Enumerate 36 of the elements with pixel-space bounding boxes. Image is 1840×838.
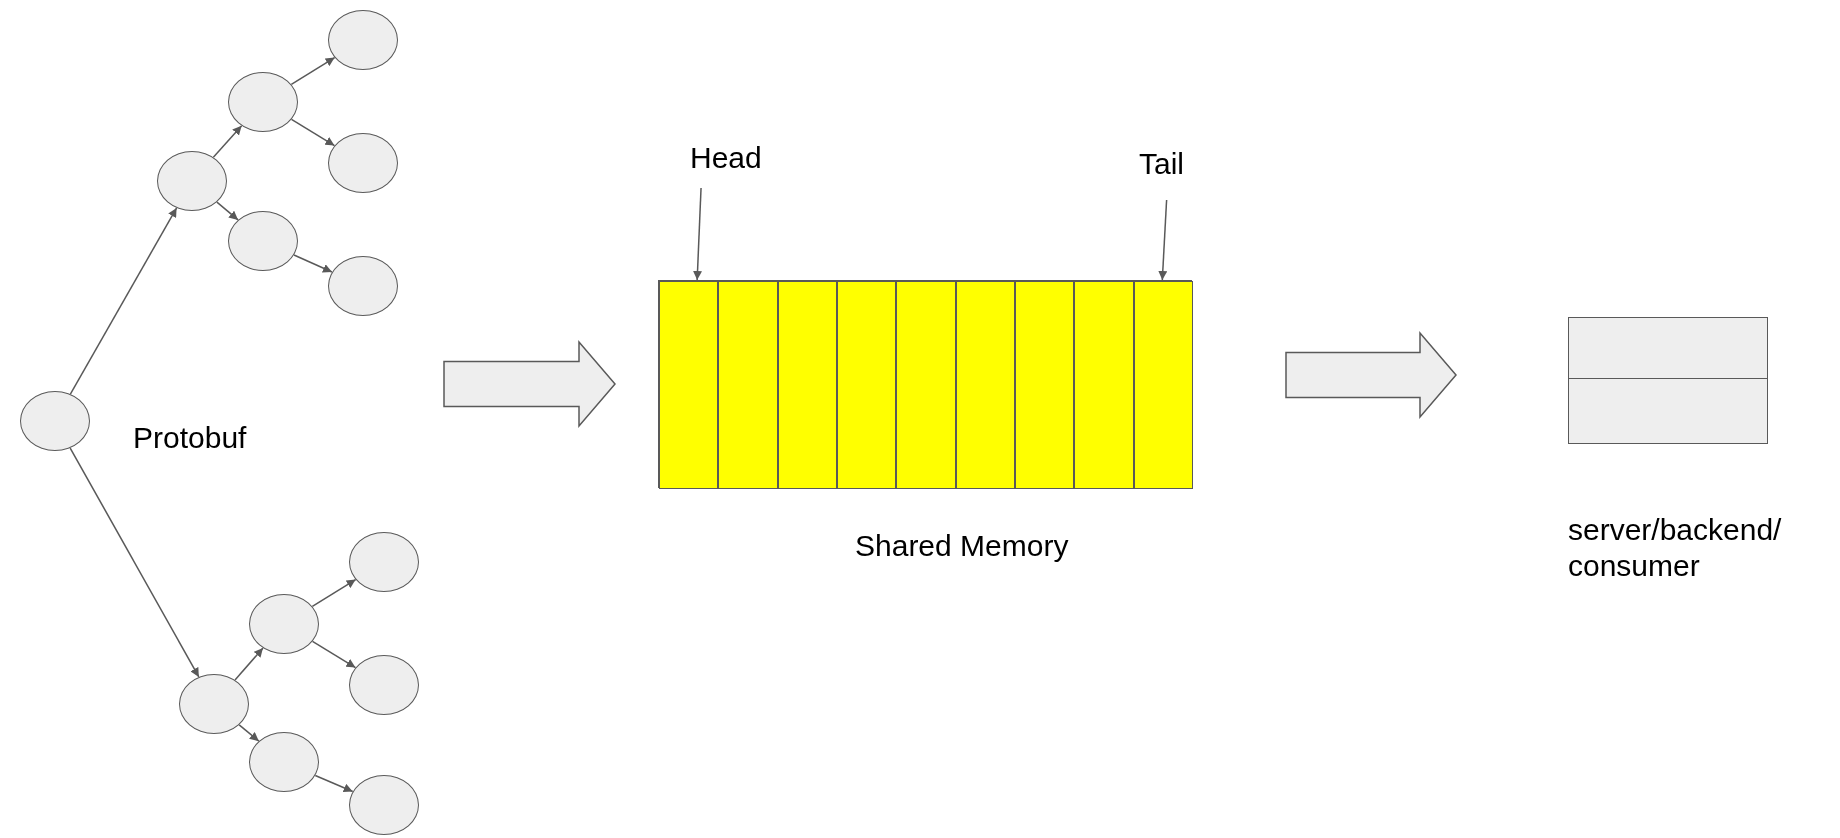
arrow	[311, 640, 357, 669]
buffer-slot	[777, 281, 837, 489]
buffer-slot	[659, 281, 719, 489]
leader-line	[693, 187, 703, 281]
buffer-slot	[955, 281, 1015, 489]
diagram-label: Protobuf	[133, 420, 247, 456]
arrow	[238, 724, 260, 742]
pointer-label: Tail	[1139, 144, 1199, 184]
arrow	[314, 774, 354, 793]
arrow	[69, 447, 200, 678]
buffer-slot	[1014, 281, 1075, 489]
tree-node-circle	[179, 674, 249, 734]
block-arrow	[1285, 330, 1457, 420]
arrow	[234, 647, 264, 681]
node-label: Shared Memory	[855, 528, 1069, 564]
node-label: server/backend/ consumer	[1568, 512, 1783, 584]
tree-node-circle	[228, 211, 298, 271]
server-box	[1568, 317, 1768, 444]
buffer-slot	[896, 281, 956, 489]
buffer-slot	[837, 281, 897, 489]
arrow	[212, 125, 243, 158]
tree-node-circle	[249, 732, 319, 792]
buffer-slot	[1133, 281, 1193, 489]
arrow	[311, 578, 357, 608]
arrow	[69, 207, 178, 395]
memory-block	[658, 280, 1192, 488]
arrow	[216, 201, 239, 221]
leader-line	[1158, 199, 1168, 281]
arrow	[290, 118, 336, 147]
buffer-slot	[1074, 281, 1134, 489]
block-arrow	[443, 339, 616, 429]
buffer-slot	[718, 281, 778, 489]
tree-node-circle	[157, 151, 227, 211]
pointer-label: Head	[690, 138, 782, 178]
arrow	[293, 254, 333, 273]
arrow	[290, 56, 336, 86]
